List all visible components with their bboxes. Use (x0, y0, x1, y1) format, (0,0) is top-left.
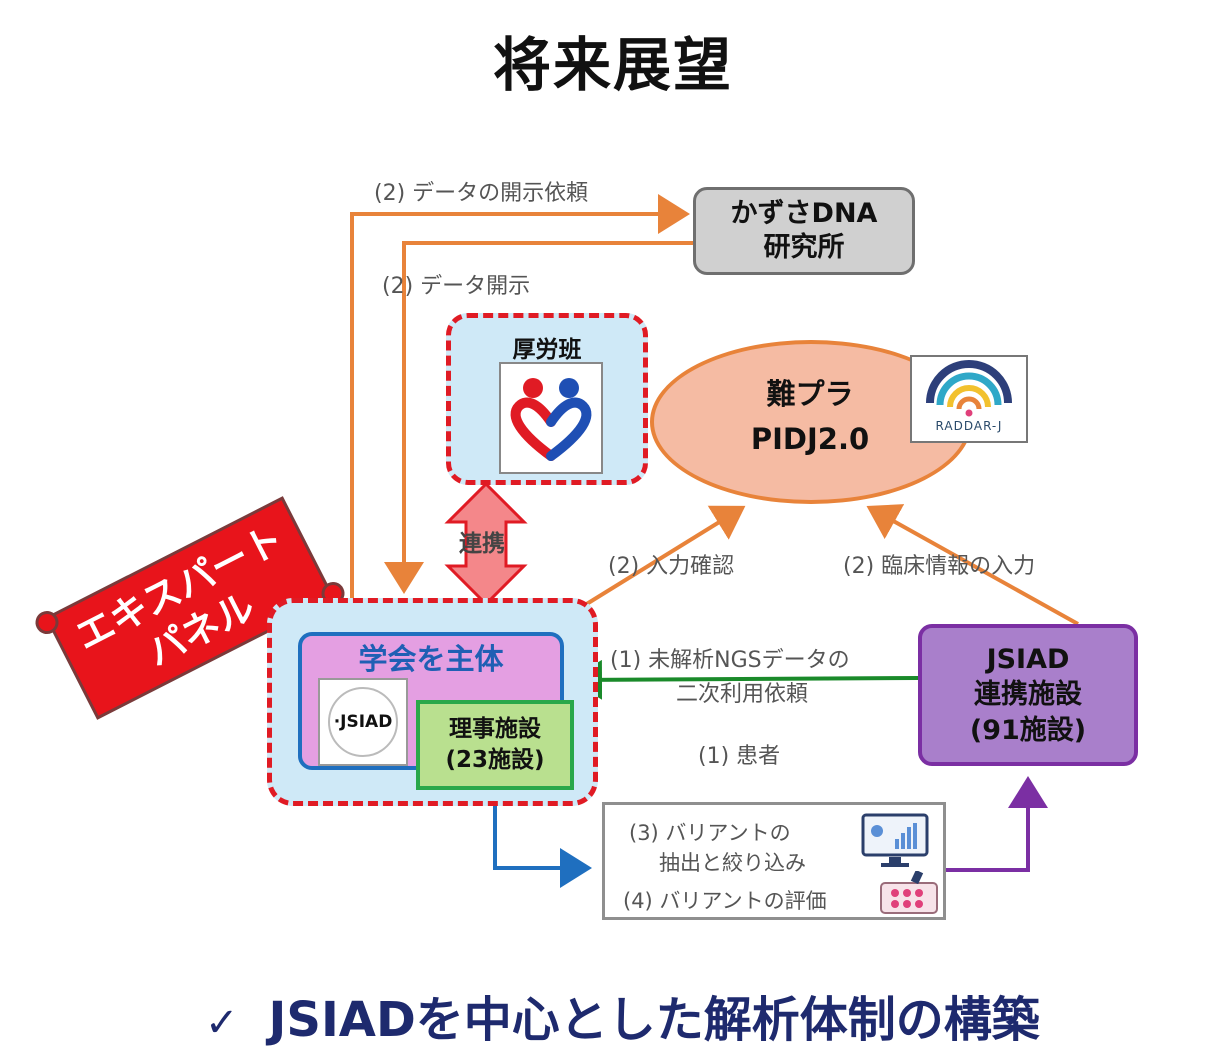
riji-line-2: (23施設) (445, 747, 545, 773)
input-confirm-arrow (583, 505, 746, 607)
jsiad-partner-line-1: JSIAD (986, 644, 1070, 676)
nanpura-line-1: 難プラ (766, 377, 854, 411)
clinical-input-arrow (866, 504, 1079, 626)
ngs-request-arrow (570, 659, 919, 700)
bottom-statement-text: JSIADを中心とした解析体制の構築 (268, 992, 1040, 1048)
raddar-text: RADDAR-J (935, 419, 1003, 433)
jsiad-partner-line-2: 連携施設 (974, 679, 1082, 711)
renkei-label: 連携 (459, 531, 505, 557)
data-request-arrow (350, 194, 690, 610)
nanpura-label: 難プラ PIDJ2.0 (690, 372, 930, 462)
jsiad-partner-line-3: (91施設) (969, 714, 1087, 746)
patient-label: (1) 患者 (698, 744, 781, 769)
raddar-logo: RADDAR-J (910, 355, 1028, 443)
jsiad-logo-icon: ·JSIAD (318, 678, 408, 766)
ngs-request-label-2: 二次利用依頼 (676, 682, 809, 707)
kazusa-line-1: かずさDNA (730, 198, 878, 230)
kazusa-line-2: 研究所 (763, 232, 845, 263)
page-title: 将来展望 (492, 31, 733, 99)
raddar-rainbow-icon (926, 360, 1012, 417)
riji-facilities-box: 理事施設 (23施設) (416, 700, 574, 790)
variant-box: (3) バリアントの 抽出と絞り込み (4) バリアントの評価 (602, 802, 946, 920)
input-confirm-label: (2) 入力確認 (608, 554, 735, 579)
variant-line-2: 抽出と絞り込み (659, 851, 806, 875)
gakkai-title: 学会を主体 (358, 642, 504, 676)
riji-line-1: 理事施設 (449, 715, 541, 742)
jsiad-partner-box: JSIAD 連携施設 (91施設) (918, 624, 1138, 766)
checkmark-icon: ✓ (205, 1000, 239, 1046)
ngs-request-label-1: (1) 未解析NGSデータの (610, 648, 850, 673)
variant-line-1: (3) バリアントの (629, 821, 791, 845)
clinical-input-label: (2) 臨床情報の入力 (843, 554, 1036, 579)
variant-line-3: (4) バリアントの評価 (623, 889, 827, 913)
data-request-label: (2) データの開示依頼 (374, 181, 589, 206)
variant-to-partner-arrow (946, 776, 1048, 872)
mhlw-logo-icon (499, 362, 603, 474)
well-plate-icon (880, 871, 938, 914)
data-disclosure-label: (2) データ開示 (382, 274, 531, 299)
kourou-title: 厚労班 (512, 337, 582, 363)
riji-to-variant-arrow (493, 790, 592, 888)
monitor-chart-icon (861, 813, 929, 867)
data-disclosure-arrow (384, 241, 693, 594)
kourou-group-box: 厚労班 (446, 313, 648, 485)
bottom-statement: ✓ JSIADを中心とした解析体制の構築 (205, 980, 1040, 1050)
jsiad-logo-text: ·JSIAD (333, 712, 393, 732)
nanpura-line-2: PIDJ2.0 (750, 421, 870, 456)
kazusa-dna-box: かずさDNA 研究所 (693, 187, 915, 275)
